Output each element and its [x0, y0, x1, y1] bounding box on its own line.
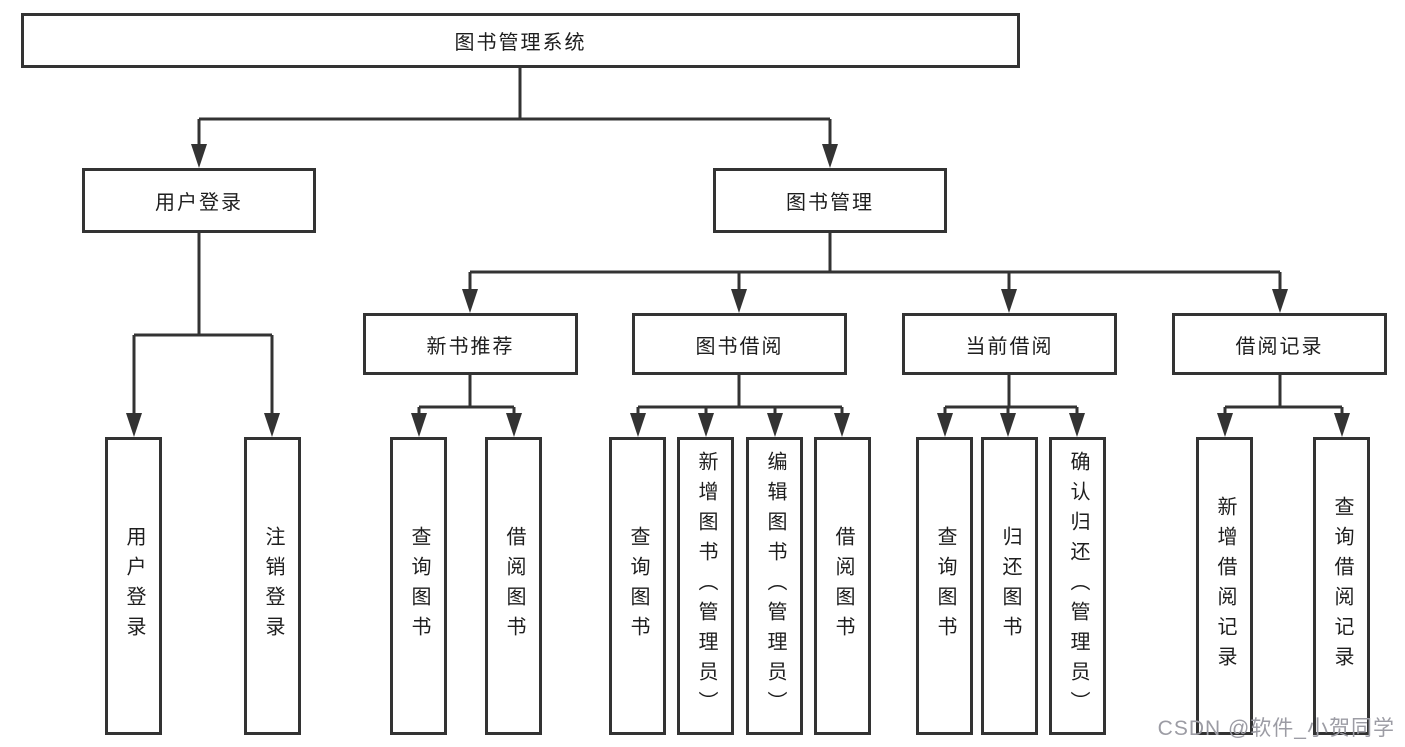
- arrow-icon: [1334, 413, 1350, 437]
- edges-book-mgmt: [468, 233, 1282, 295]
- arrow-icon: [126, 413, 142, 437]
- arrow-icon: [630, 413, 646, 437]
- arrow-icon: [767, 413, 783, 437]
- leaf-query-book-1: 查询图书: [390, 437, 447, 735]
- csdn-watermark: CSDN @软件_小贺同学: [1157, 717, 1395, 740]
- leaf-borrow-book-2: 借阅图书: [814, 437, 871, 735]
- arrow-icon: [822, 144, 838, 168]
- arrow-icon: [1000, 413, 1016, 437]
- arrowheads: [126, 144, 1350, 437]
- leaf-borrow-book-1: 借阅图书: [485, 437, 542, 735]
- arrow-icon: [506, 413, 522, 437]
- edges-new-book-rec: [417, 375, 516, 420]
- node-new-book-rec: 新书推荐: [363, 313, 578, 375]
- leaf-edit-book-admin: 编辑图书（管理员）: [746, 437, 803, 735]
- arrow-icon: [411, 413, 427, 437]
- edges-borrow-records: [1223, 375, 1344, 420]
- arrow-icon: [462, 289, 478, 313]
- arrow-icon: [1069, 413, 1085, 437]
- node-book-mgmt: 图书管理: [713, 168, 947, 233]
- arrow-icon: [264, 413, 280, 437]
- arrow-icon: [191, 144, 207, 168]
- leaf-add-borrow-record: 新增借阅记录: [1196, 437, 1253, 735]
- leaf-query-borrow-record: 查询借阅记录: [1313, 437, 1370, 735]
- edges-root: [197, 68, 832, 150]
- edges-book-borrow: [636, 375, 844, 420]
- node-current-borrow: 当前借阅: [902, 313, 1117, 375]
- leaf-add-book-admin: 新增图书（管理员）: [677, 437, 734, 735]
- node-root: 图书管理系统: [21, 13, 1020, 68]
- leaf-logout: 注销登录: [244, 437, 301, 735]
- leaf-query-book-2: 查询图书: [609, 437, 666, 735]
- arrow-icon: [1001, 289, 1017, 313]
- leaf-query-book-3: 查询图书: [916, 437, 973, 735]
- arrow-icon: [731, 289, 747, 313]
- arrow-icon: [937, 413, 953, 437]
- node-user-login: 用户登录: [82, 168, 316, 233]
- leaf-confirm-return-admin: 确认归还（管理员）: [1049, 437, 1106, 735]
- arrow-icon: [834, 413, 850, 437]
- node-book-borrow: 图书借阅: [632, 313, 847, 375]
- node-borrow-records: 借阅记录: [1172, 313, 1387, 375]
- leaf-user-login: 用户登录: [105, 437, 162, 735]
- arrow-icon: [1272, 289, 1288, 313]
- leaf-return-book: 归还图书: [981, 437, 1038, 735]
- arrow-icon: [1217, 413, 1233, 437]
- arrow-icon: [698, 413, 714, 437]
- edges-user-login: [132, 233, 274, 420]
